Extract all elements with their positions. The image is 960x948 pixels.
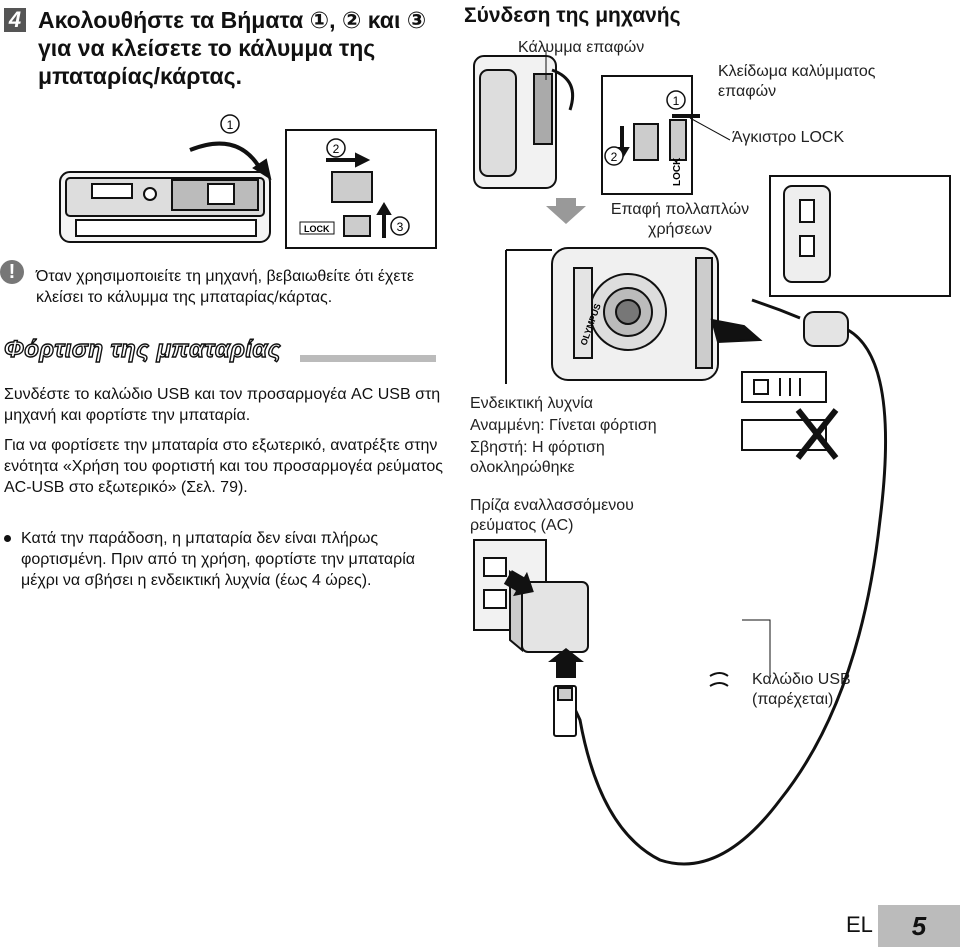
charging-para2: Για να φορτίσετε την μπαταρία στο εξωτερ…	[4, 437, 443, 496]
page-number: 5	[878, 905, 960, 947]
footer-language: EL	[846, 912, 873, 937]
marker-1-right	[666, 90, 686, 110]
lock-text-right: LOCK	[672, 157, 683, 186]
plug-arrow-icon	[503, 570, 534, 597]
indicator-off: Σβηστή: Η φόρτιση ολοκληρώθηκε	[470, 439, 605, 476]
charging-bullet: Κατά την παράδοση, η μπαταρία δεν είναι …	[4, 528, 444, 591]
lock-text-left: LOCK	[304, 224, 330, 234]
usb-cable-label: Καλώδιο USB (παρέχεται)	[752, 671, 851, 708]
cable-break-icon-2	[709, 682, 729, 687]
step-number: 4	[4, 8, 26, 32]
down-arrow-icon	[546, 198, 586, 224]
usb-plug-correct-icon	[741, 371, 827, 403]
marker-3	[390, 216, 410, 236]
warning-text: Όταν χρησιμοποιείτε τη μηχανή, βεβαιωθεί…	[36, 268, 414, 306]
marker-1	[220, 114, 240, 134]
marker-2-text: 2	[333, 142, 340, 156]
warning-icon: !	[0, 260, 24, 284]
indicator-title: Ενδεικτική λυχνία	[470, 395, 594, 412]
usb-plug-end	[553, 685, 577, 737]
marker-3-text: 3	[397, 220, 404, 234]
connector-detail	[769, 175, 951, 297]
step-instruction: Ακολουθήστε τα Βήματα ①, ② και ③ για να …	[38, 7, 427, 89]
marker-2	[326, 138, 346, 158]
camera-front-illustration	[505, 247, 763, 384]
up-arrow-icon	[548, 648, 584, 678]
hook-label: Άγκιστρο LOCK	[732, 129, 845, 146]
marker-1-text: 1	[227, 118, 234, 132]
cover-label: Κάλυμμα επαφών	[518, 39, 645, 56]
marker-2-right-text: 2	[611, 150, 618, 164]
latch-detail-box	[285, 129, 437, 249]
camera-bottom-illustration	[59, 141, 272, 243]
usb-cable	[564, 298, 888, 866]
outlet-label: Πρίζα εναλλασσόμενου ρεύματος (AC)	[470, 497, 634, 534]
lock-cover-label: Κλείδωμα καλύμματος επαφών	[718, 63, 876, 100]
cable-leader-line	[742, 619, 771, 676]
marker-2-right	[604, 146, 624, 166]
charging-para1: Συνδέστε το καλώδιο USB και τον προσαρμο…	[4, 386, 441, 424]
section-rule	[300, 355, 436, 362]
multi-connector-label: Επαφή πολλαπλών χρήσεων	[610, 201, 750, 238]
charging-title: Φόρτιση της μπαταρίας	[3, 335, 282, 363]
usb-plug-wrong-icon	[741, 408, 839, 460]
lock-detail-box	[601, 75, 731, 195]
marker-1-right-text: 1	[673, 94, 680, 108]
bullet-dot-icon	[4, 535, 11, 542]
camera-side-illustration	[473, 50, 575, 189]
charging-bullet-text: Κατά την παράδοση, η μπαταρία δεν είναι …	[21, 530, 416, 589]
connect-title: Σύνδεση της μηχανής	[464, 4, 681, 27]
indicator-on: Αναμμένη: Γίνεται φόρτιση	[470, 417, 657, 434]
cable-break-icon	[709, 672, 729, 677]
